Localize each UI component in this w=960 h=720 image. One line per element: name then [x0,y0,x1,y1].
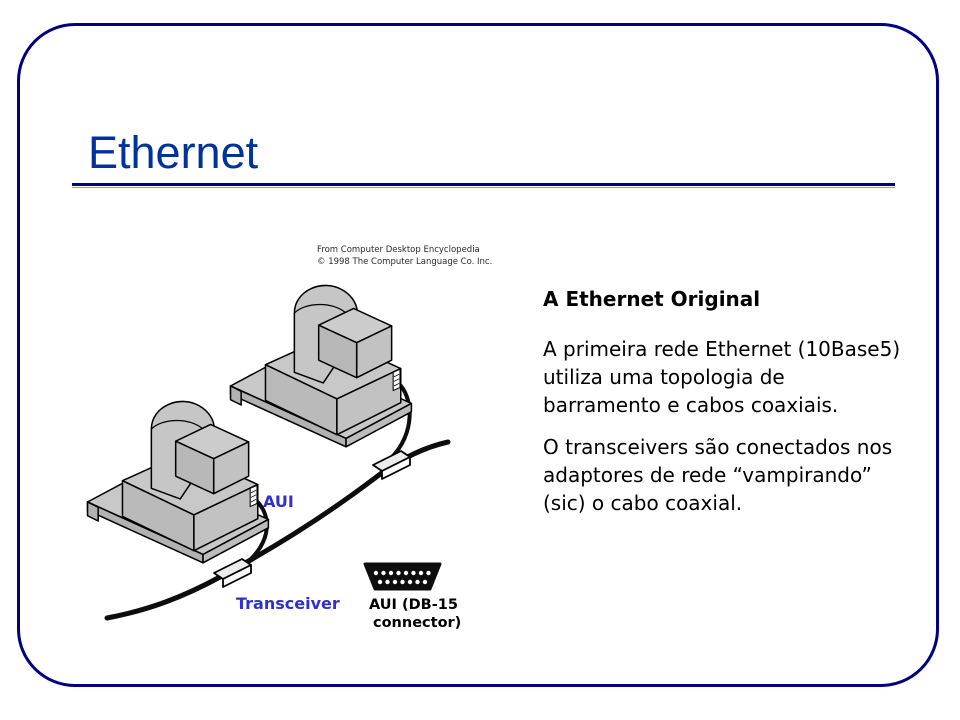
title-underline-shadow [72,187,895,188]
computer-workstation-lower [86,400,270,564]
title-underline [72,183,895,188]
figure-credit-line-1: From Computer Desktop Encyclopedia [317,245,480,255]
computer-workstation-upper [229,284,413,448]
db15-connector-icon [363,562,442,591]
slide-border [17,23,939,687]
transceiver-label: Transceiver [236,594,340,613]
transceiver-box-1 [213,558,252,588]
title-underline-bar [72,183,895,186]
content-heading: A Ethernet Original [543,287,761,311]
content-column: A Ethernet Original A primeira rede Ethe… [543,286,903,531]
aui-label: AUI [263,492,294,511]
content-paragraph-1: A primeira rede Ethernet (10Base5) utili… [543,337,901,417]
figure-credit-line-2: © 1998 The Computer Language Co. Inc. [317,257,492,267]
page-title: Ethernet [88,127,259,178]
db15-label-line2: connector) [373,615,461,631]
db15-label-line1: AUI (DB-15 [369,597,458,613]
content-paragraph-2: O transceivers são conectados nos adapto… [543,435,893,515]
aui-cable-2 [388,380,412,461]
network-figure: From Computer Desktop Encyclopedia © 199… [80,228,540,648]
